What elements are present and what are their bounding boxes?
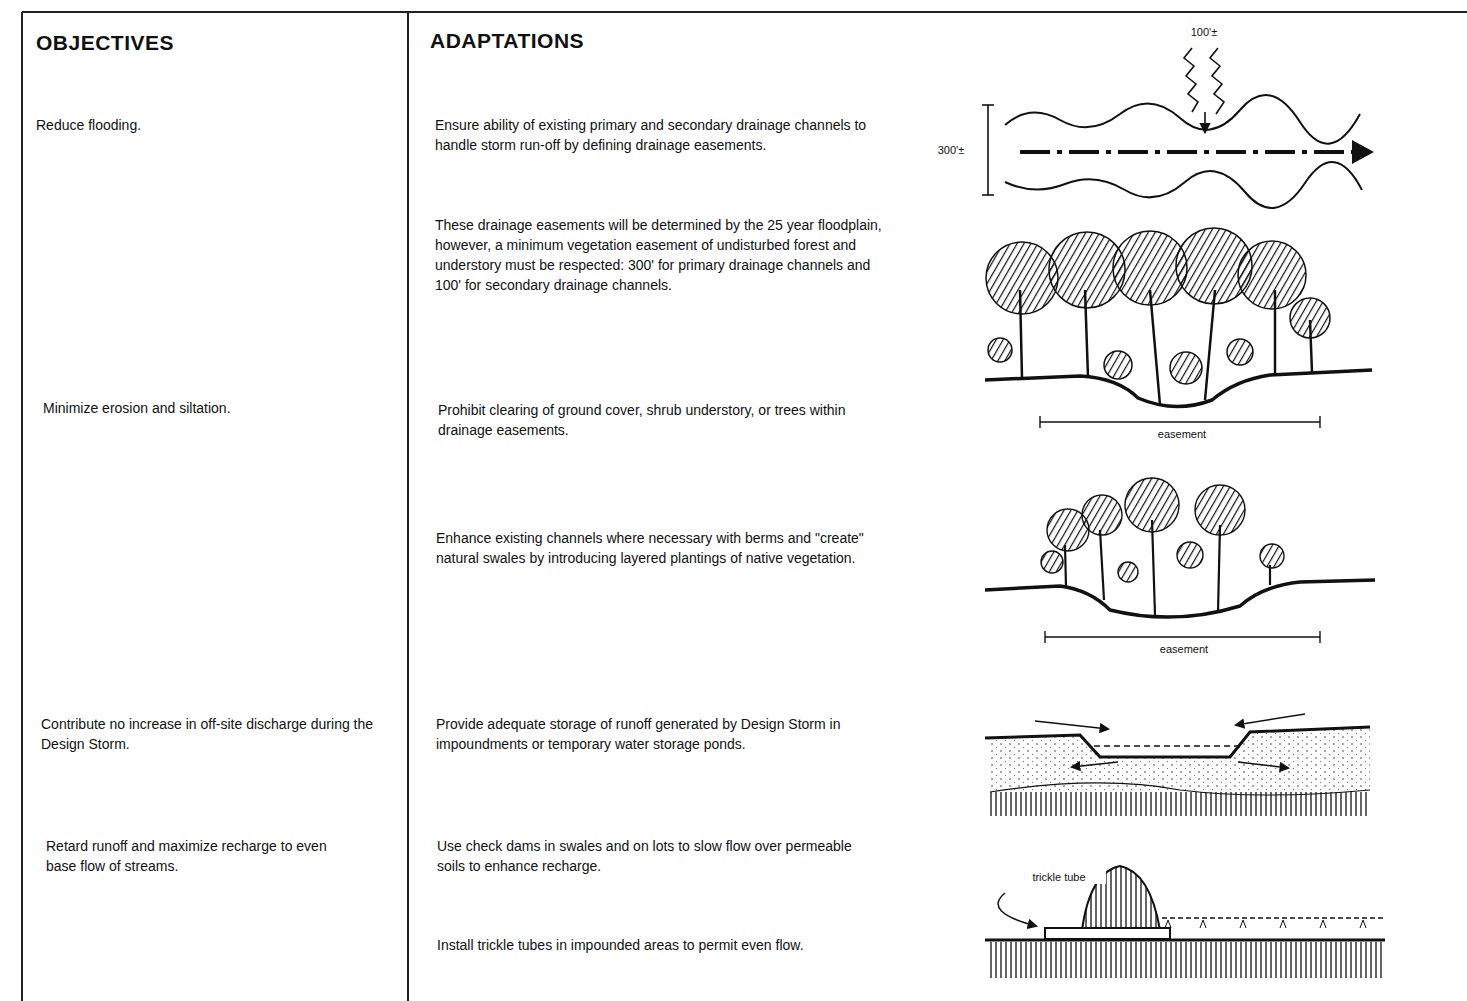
column-header: OBJECTIVES <box>36 30 336 56</box>
channel-plan <box>982 48 1374 208</box>
objective-cell: Reduce flooding. <box>36 115 366 135</box>
adaptation-cell: Provide adequate storage of runoff gener… <box>436 714 876 754</box>
adaptation-cell: These drainage easements will be determi… <box>435 215 887 295</box>
forest-section <box>985 228 1372 428</box>
adaptation-cell: Prohibit clearing of ground cover, shrub… <box>438 400 878 440</box>
adaptation-cell: Install trickle tubes in impounded areas… <box>437 935 877 955</box>
storage-pond <box>985 714 1370 816</box>
adaptation-cell: Ensure ability of existing primary and s… <box>435 115 887 155</box>
callout-label: trickle tube <box>1012 871 1106 884</box>
adaptation-cell: Use check dams in swales and on lots to … <box>437 836 877 876</box>
objective-cell: Contribute no increase in off-site disch… <box>41 714 386 754</box>
check-dam <box>985 866 1385 978</box>
dimension-label: easement <box>1142 643 1226 656</box>
swale-section <box>985 478 1375 643</box>
dimension-label: 100'± <box>1172 26 1236 39</box>
dimension-label: 300'± <box>920 144 982 157</box>
objective-cell: Retard runoff and maximize recharge to e… <box>46 836 346 876</box>
dimension-label: easement <box>1140 428 1224 441</box>
table-rules <box>22 12 1467 1001</box>
adaptation-cell: Enhance existing channels where necessar… <box>436 528 876 568</box>
objective-cell: Minimize erosion and siltation. <box>43 398 373 418</box>
column-header: ADAPTATIONS <box>430 28 730 54</box>
